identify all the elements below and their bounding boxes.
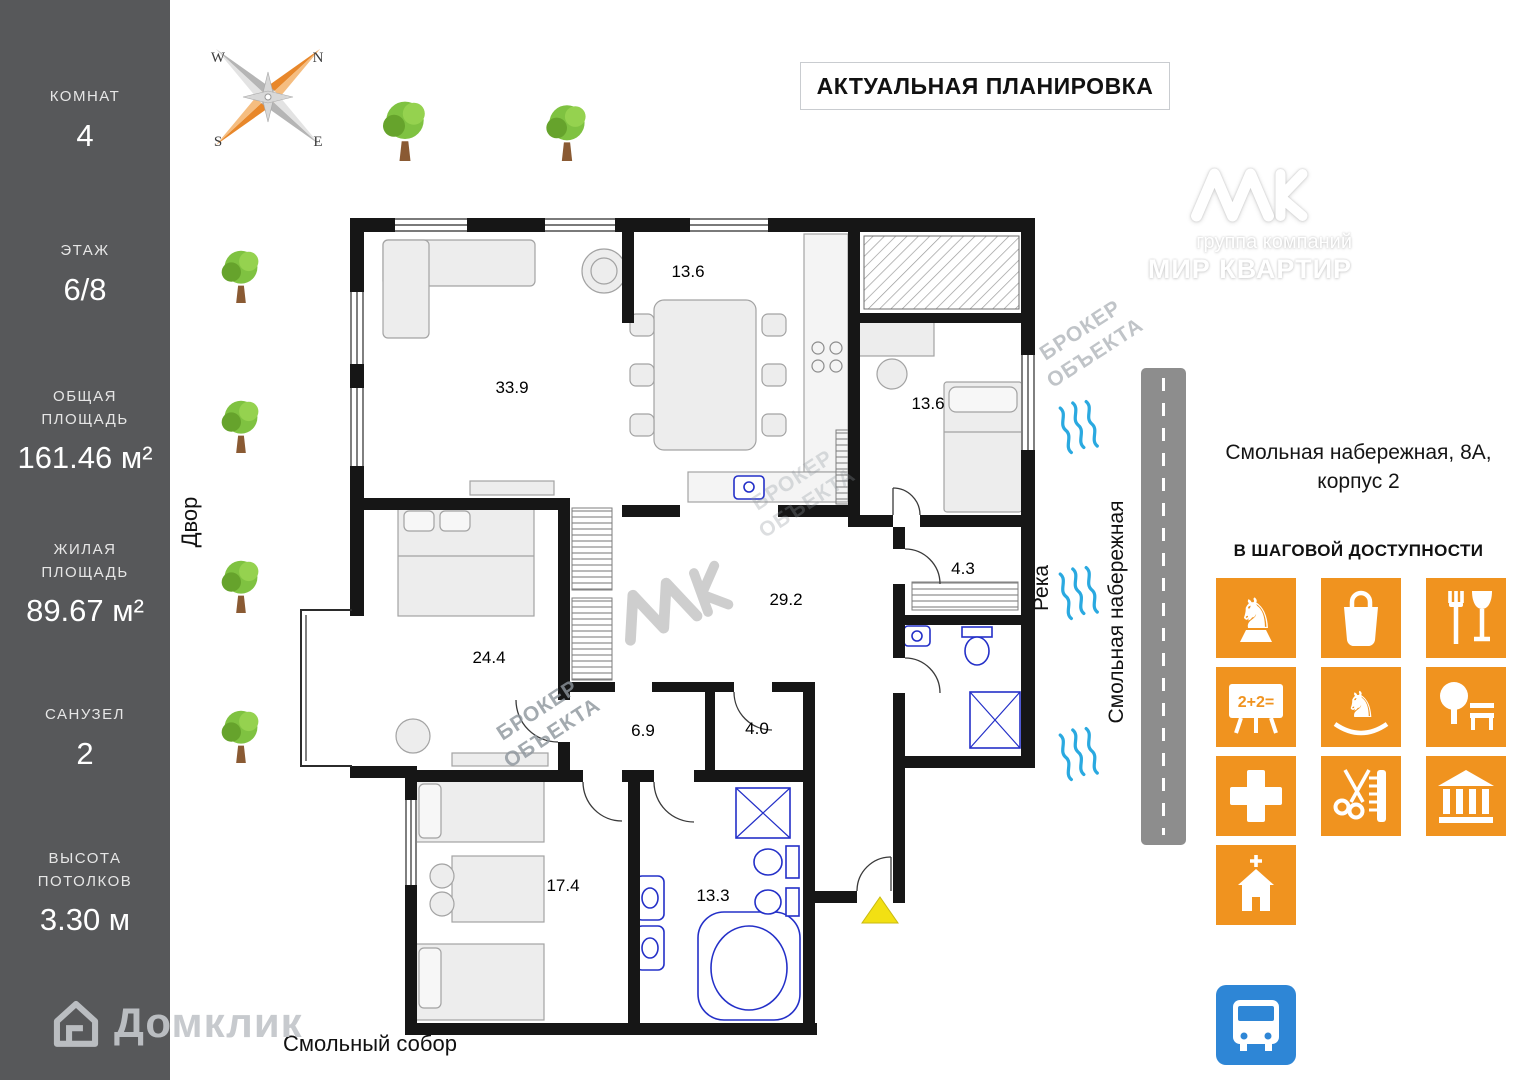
- stat-value: 89.67 м²: [26, 593, 144, 628]
- park-icon: [1426, 667, 1506, 747]
- address-line1: Смольная набережная, 8А,: [1225, 441, 1492, 464]
- room-label-kitchen-dining: 13.6: [671, 262, 705, 281]
- stat-label: ЭТАЖ: [60, 242, 110, 259]
- compass-south-label: S: [214, 134, 222, 150]
- sidebar-stat: ОБЩАЯ ПЛОЩАДЬ 161.46 м²: [0, 386, 170, 476]
- domclick-watermark: Домклик: [50, 994, 303, 1052]
- domclick-watermark-text: Домклик: [114, 999, 303, 1046]
- tree-icon: [212, 242, 270, 306]
- playground-icon: [1321, 667, 1401, 747]
- brand-group-line: группа компаний: [1196, 231, 1352, 253]
- tree-icon: [212, 552, 270, 616]
- room-label-living-room: 33.9: [495, 378, 529, 397]
- room-label-bedroom-left: 24.4: [472, 648, 506, 667]
- floor-plan: [300, 218, 1035, 1035]
- mk-logo-icon: [1147, 164, 1352, 224]
- stat-value: 6/8: [63, 271, 107, 307]
- sidebar-stat: ВЫСОТА ПОТОЛКОВ 3.30 м: [0, 848, 170, 938]
- sidebar-stat: САНУЗЕЛ 2: [0, 704, 170, 772]
- domclick-house-icon: [53, 1000, 99, 1047]
- room-label-hall-small: 6.9: [631, 721, 655, 740]
- stat-label: КОМНАТ: [49, 88, 121, 105]
- school-icon: [1216, 667, 1296, 747]
- stat-label: ОБЩАЯ ПЛОЩАДЬ: [41, 388, 129, 428]
- closet-shelving: [571, 429, 1019, 681]
- brand-block: группа компаний МИР КВАРТИР: [1120, 164, 1352, 285]
- furniture: [382, 233, 1023, 1021]
- windows: [350, 218, 1035, 885]
- nearby-title: В ШАГОВОЙ ДОСТУПНОСТИ: [1233, 541, 1484, 560]
- room-label-kids-room: 17.4: [546, 876, 580, 895]
- yard-label: Двор: [177, 496, 202, 548]
- door-opening: [558, 700, 570, 742]
- church-icon: [1216, 845, 1296, 925]
- embankment-label: Смольная набережная: [1105, 500, 1128, 724]
- sidebar-stat: КОМНАТ 4: [0, 86, 170, 154]
- stat-value: 4: [76, 117, 94, 153]
- monument-icon: [1216, 578, 1296, 658]
- plan-status-title: АКТУАЛЬНАЯ ПЛАНИРОВКА: [816, 72, 1154, 99]
- stat-label: ЖИЛАЯ ПЛОЩАДЬ: [41, 541, 129, 581]
- medicine-icon: [1216, 756, 1296, 836]
- cathedral-label: Смольный собор: [283, 1031, 457, 1056]
- tree-icon: [372, 92, 438, 164]
- sidebar-stat: ЭТАЖ 6/8: [0, 240, 170, 308]
- stat-value: 3.30 м: [39, 902, 131, 937]
- walls: [350, 218, 1035, 1035]
- room-label-hallway: 29.2: [769, 590, 803, 609]
- shopping-icon: [1321, 578, 1401, 658]
- stat-label: ВЫСОТА ПОТОЛКОВ: [37, 850, 133, 890]
- tree-icon: [536, 96, 598, 164]
- stat-value: 2: [76, 735, 94, 771]
- address-line2: корпус 2: [1317, 470, 1400, 494]
- bus-stop-icon: [1216, 985, 1296, 1065]
- room-label-wardrobe-right: 4.3: [951, 559, 975, 578]
- stat-value: 161.46 м²: [17, 440, 153, 475]
- sidebar-stat: ЖИЛАЯ ПЛОЩАДЬ 89.67 м²: [0, 539, 170, 629]
- beauty-icon: [1321, 756, 1401, 836]
- river-label: Река: [1030, 564, 1053, 612]
- plumbing-fixtures: [635, 475, 1021, 1021]
- brand-name-line: МИР КВАРТИР: [1147, 254, 1352, 284]
- entrance-arrow: [861, 896, 899, 924]
- restaurant-icon: [1426, 578, 1506, 658]
- room-label-bathroom-main: 13.3: [696, 886, 730, 905]
- stat-label: САНУЗЕЛ: [45, 706, 125, 723]
- shaft-hatch: [863, 235, 1020, 310]
- museum-icon: [1426, 756, 1506, 836]
- room-label-bedroom-right: 13.6: [911, 394, 945, 413]
- road: [1141, 368, 1186, 845]
- tree-icon: [212, 392, 270, 456]
- amenities-grid: [1216, 578, 1506, 925]
- compass-north-label: N: [313, 50, 324, 66]
- doors: [515, 487, 941, 892]
- compass-east-label: E: [313, 134, 322, 150]
- address-block: Смольная набережная, 8А, корпус 2: [1190, 438, 1527, 497]
- compass-west-label: W: [211, 50, 226, 66]
- compass-rose-icon: W N S E: [211, 49, 324, 150]
- plan-status-header: АКТУАЛЬНАЯ ПЛАНИРОВКА: [800, 62, 1170, 110]
- tree-icon: [212, 702, 270, 766]
- room-label-wardrobe-small: 4.0: [745, 719, 769, 738]
- bay-window: [300, 609, 352, 767]
